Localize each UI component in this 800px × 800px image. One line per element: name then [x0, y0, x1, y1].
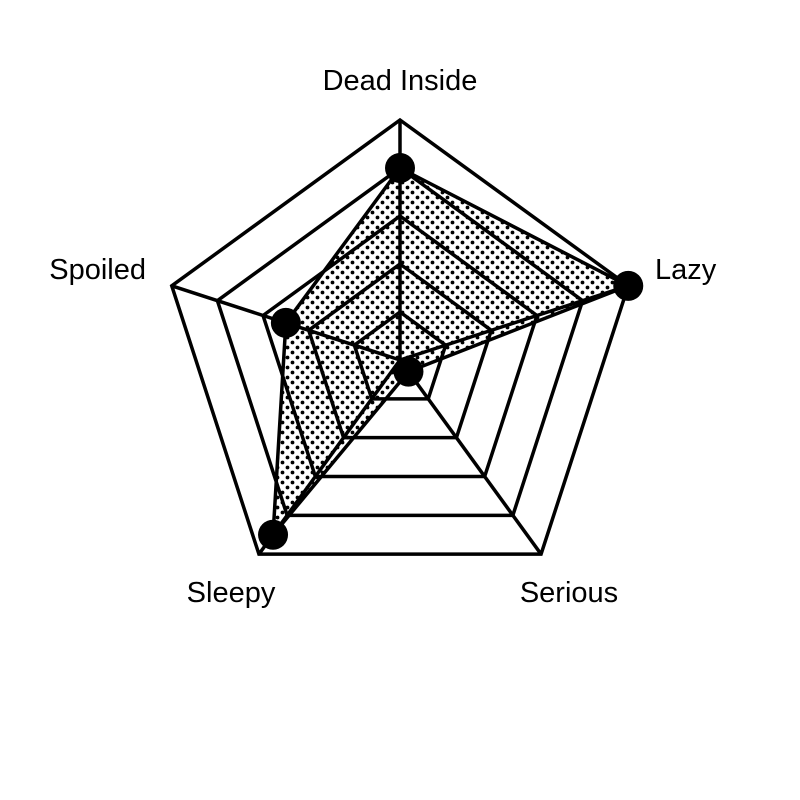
axis-label-lazy: Lazy — [655, 254, 717, 286]
data-point-dead-inside — [385, 153, 415, 183]
series-area-1 — [270, 165, 633, 540]
grid-ring-5 — [169, 117, 631, 556]
axis-label-dead-inside: Dead Inside — [323, 65, 478, 97]
data-point-lazy — [613, 270, 644, 301]
spoke-serious — [398, 358, 543, 556]
radar-series — [270, 165, 633, 540]
axis-label-serious: Serious — [520, 577, 618, 609]
axis-label-sleepy: Sleepy — [187, 577, 276, 609]
axis-label-spoiled: Spoiled — [49, 254, 146, 286]
data-point-sleepy — [258, 519, 289, 550]
data-point-serious — [393, 356, 424, 387]
radar-points — [258, 153, 644, 550]
data-point-spoiled — [270, 307, 301, 338]
